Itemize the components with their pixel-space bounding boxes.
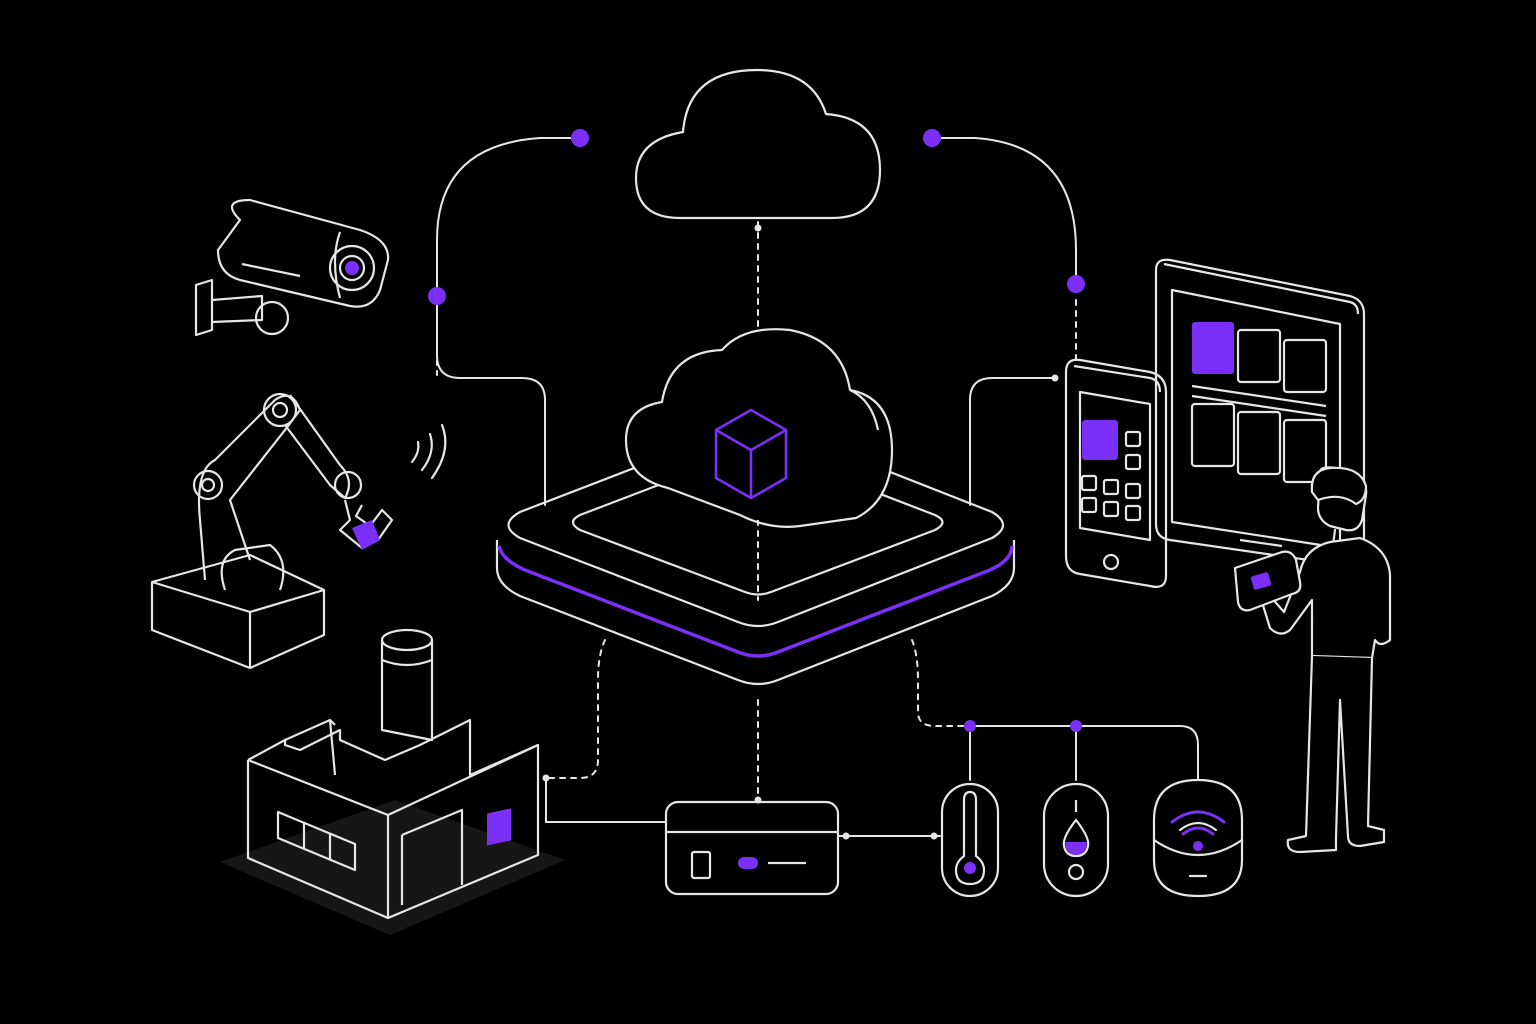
robot-arm-icon [150,392,394,670]
link-endpoint [754,224,762,232]
junction-dot [1070,720,1082,732]
phone-icon [1064,358,1168,588]
link-hub-sensors [911,639,971,727]
camera-icon [194,198,390,337]
junction-dot [428,287,446,305]
water-drop-fill [1065,842,1087,855]
signal-icon [410,423,447,480]
junction-dot [923,129,941,147]
camera-lens [345,261,359,275]
water-drop-icon [1042,782,1110,898]
factory-window-accent [487,808,511,846]
hub-cloud [624,328,894,528]
link-endpoint [542,774,550,782]
link-left-arc-upper [436,137,581,297]
thermometer-icon [940,782,1000,898]
wifi-dot [1193,841,1203,851]
phone-app-accent [1082,420,1118,460]
cloud-platform-hub [495,328,1016,686]
hub-cloud-depth [849,388,880,431]
cloud-icon [634,68,882,220]
link-factory-gateway [545,777,667,823]
link-endpoints [542,224,1059,840]
junction-dot [571,129,589,147]
junction-dot [964,720,976,732]
factory-icon [220,628,565,935]
link-sensors-bus [969,725,1199,781]
connections [436,137,1199,837]
link-hub-right-arc [969,377,1056,506]
hub-base-side [495,540,1016,686]
link-endpoint [1051,374,1059,382]
link-endpoint [842,832,850,840]
link-endpoint [930,832,938,840]
handheld-screen-accent [1250,572,1272,590]
junction-dot [1067,275,1085,293]
link-hub-left-arc [436,295,546,506]
gateway-led [738,857,758,869]
person-icon [1233,466,1392,854]
link-right-arc-upper [931,137,1077,285]
link-hub-factory [545,639,606,779]
junction-dots [428,129,1085,732]
wifi-icon [1152,778,1244,898]
cloud-cube-icon [714,408,788,500]
robot-gripper-accent [352,520,380,550]
hub-accent-edge [497,545,1014,658]
tablet-app-accent [1192,322,1234,374]
thermometer-bulb [964,862,976,874]
router-icon [664,800,840,896]
